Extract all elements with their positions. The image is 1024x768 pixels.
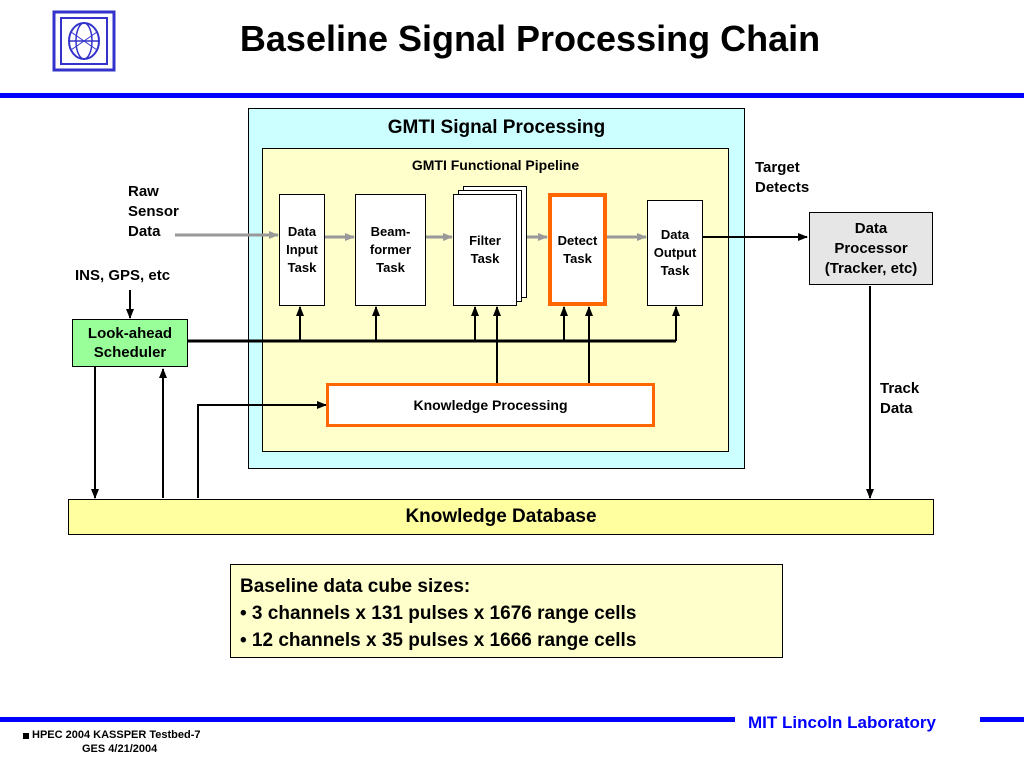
ins-gps-label: INS, GPS, etc [75,267,171,284]
data-cube-sizes-bullet-2: • 12 channels x 35 pulses x 1666 range c… [240,630,637,651]
track-data-label: Track Data [880,380,920,417]
target-detects-label: Target Detects [755,159,810,196]
gmti-pipeline-title: GMTI Functional Pipeline [411,157,580,173]
top-rule [0,93,1024,98]
slide-title: Baseline Signal Processing Chain [239,18,821,59]
knowledge-database-box: Knowledge Database [68,499,934,535]
footer-bullet-square [23,733,29,739]
footer-author-date: GES 4/21/2004 [82,743,158,755]
look-ahead-scheduler-label: Look-ahead Scheduler [87,325,173,361]
data-processor-box: Data Processor (Tracker, etc) [809,212,933,285]
detect-task-label: Detect Task [557,232,598,266]
beamformer-task-label: Beam- former Task [369,224,412,275]
data-processor-label: Data Processor (Tracker, etc) [824,219,918,277]
data-input-task-label: Data Input Task [286,224,318,275]
filter-task-label: Filter Task [469,233,501,266]
knowledge-processing-box: Knowledge Processing [326,383,655,427]
data-cube-sizes-bullet-1: • 3 channels x 131 pulses x 1676 range c… [240,603,637,624]
data-input-task: Data Input Task [279,194,325,306]
footer-rule-left [0,717,735,722]
raw-sensor-data-label: Raw Sensor Data [128,183,179,240]
beamformer-task: Beam- former Task [355,194,426,306]
footer-rule-right [980,717,1024,722]
footer-slide-info: HPEC 2004 KASSPER Testbed-7 [32,729,201,741]
data-cube-sizes-box: Baseline data cube sizes: • 3 channels x… [230,564,783,658]
detect-task: Detect Task [548,193,607,306]
data-output-task-label: Data Output Task [653,227,697,278]
mit-ll-logo [52,10,116,72]
data-output-task: Data Output Task [647,200,703,306]
data-cube-sizes-heading: Baseline data cube sizes: [240,576,471,597]
knowledge-processing-label: Knowledge Processing [413,397,568,413]
footer-lab-name: MIT Lincoln Laboratory [748,713,936,732]
filter-task: Filter Task [453,194,517,306]
gmti-signal-processing-title: GMTI Signal Processing [387,117,606,138]
knowledge-database-label: Knowledge Database [405,506,597,527]
look-ahead-scheduler-box: Look-ahead Scheduler [72,319,188,367]
